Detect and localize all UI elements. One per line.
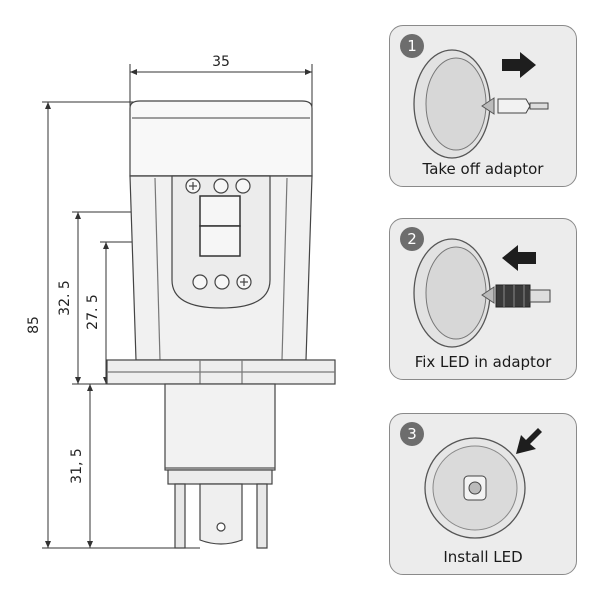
screw-holes [185, 178, 252, 290]
pin-right [256, 483, 268, 549]
step-2-illustration [413, 238, 551, 348]
step-2-caption: Fix LED in adaptor [414, 353, 552, 371]
led-chip-lower [199, 225, 241, 257]
base-neck [164, 383, 276, 471]
step-1-arrow-icon [502, 52, 536, 78]
led-chip-upper [199, 195, 241, 227]
step-3-arrow-icon [516, 428, 542, 454]
step-1-illustration [413, 49, 549, 159]
upper-dimension-1-label: 32. 5 [57, 280, 73, 316]
step-card-take-off-adaptor: 1 Take off adaptor [389, 25, 577, 187]
step-3-badge: 3 [400, 422, 424, 446]
base-collar [167, 469, 273, 485]
step-1-badge: 1 [400, 34, 424, 58]
step-card-install-led: 3 Install LED [389, 413, 577, 575]
step-2-badge: 2 [400, 227, 424, 251]
lower-dimension-label: 31, 5 [69, 448, 85, 484]
arrowheads [45, 69, 312, 548]
led-bulb [106, 100, 336, 549]
step-3-caption: Install LED [443, 548, 523, 566]
height-dimension-label: 85 [26, 316, 42, 334]
step-3-illustration [424, 428, 542, 539]
step-1-caption: Take off adaptor [422, 160, 544, 178]
upper-dimension-2-label: 27. 5 [85, 294, 101, 330]
pin-center [199, 483, 243, 545]
width-dimension-label: 35 [212, 54, 230, 70]
bulb-lens [129, 100, 313, 177]
step-card-fix-led: 2 Fix LED in adaptor [389, 218, 577, 380]
step-2-arrow-icon [502, 245, 536, 271]
pin-left [174, 483, 186, 549]
